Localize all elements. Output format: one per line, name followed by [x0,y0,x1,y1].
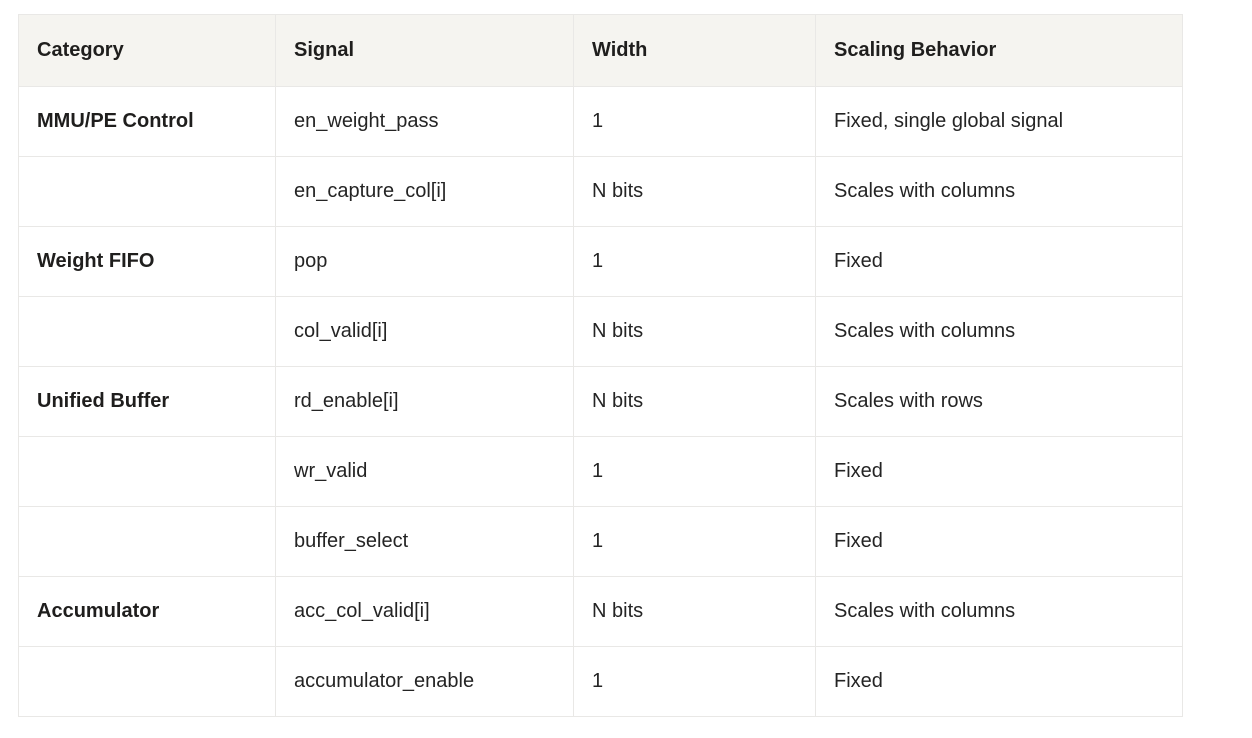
category-cell: Unified Buffer [18,366,276,437]
category-cell [18,646,276,717]
category-cell: MMU/PE Control [18,86,276,157]
signal-cell: en_capture_col[i] [275,156,574,227]
width-cell: 1 [573,226,816,297]
category-cell [18,296,276,367]
width-cell: N bits [573,366,816,437]
category-cell [18,506,276,577]
width-cell: N bits [573,296,816,367]
signal-cell: pop [275,226,574,297]
width-cell: 1 [573,436,816,507]
signal-cell: col_valid[i] [275,296,574,367]
category-cell: Accumulator [18,576,276,647]
scaling-cell: Fixed [815,226,1183,297]
width-cell: N bits [573,156,816,227]
signal-scaling-table: Category Signal Width Scaling Behavior M… [18,14,1183,717]
category-cell: Weight FIFO [18,226,276,297]
column-header-signal: Signal [275,14,574,87]
signal-cell: buffer_select [275,506,574,577]
column-header-width: Width [573,14,816,87]
scaling-cell: Fixed, single global signal [815,86,1183,157]
category-cell [18,436,276,507]
column-header-scaling-behavior: Scaling Behavior [815,14,1183,87]
column-header-category: Category [18,14,276,87]
scaling-cell: Fixed [815,436,1183,507]
header-row: Category Signal Width Scaling Behavior [18,14,1183,87]
scaling-cell: Scales with columns [815,576,1183,647]
width-cell: 1 [573,646,816,717]
signal-cell: accumulator_enable [275,646,574,717]
signal-cell: wr_valid [275,436,574,507]
scaling-cell: Fixed [815,506,1183,577]
signal-cell: acc_col_valid[i] [275,576,574,647]
signal-cell: en_weight_pass [275,86,574,157]
scaling-cell: Scales with columns [815,296,1183,367]
width-cell: 1 [573,86,816,157]
scaling-cell: Scales with rows [815,366,1183,437]
signal-cell: rd_enable[i] [275,366,574,437]
scaling-cell: Fixed [815,646,1183,717]
category-cell [18,156,276,227]
width-cell: 1 [573,506,816,577]
width-cell: N bits [573,576,816,647]
scaling-cell: Scales with columns [815,156,1183,227]
